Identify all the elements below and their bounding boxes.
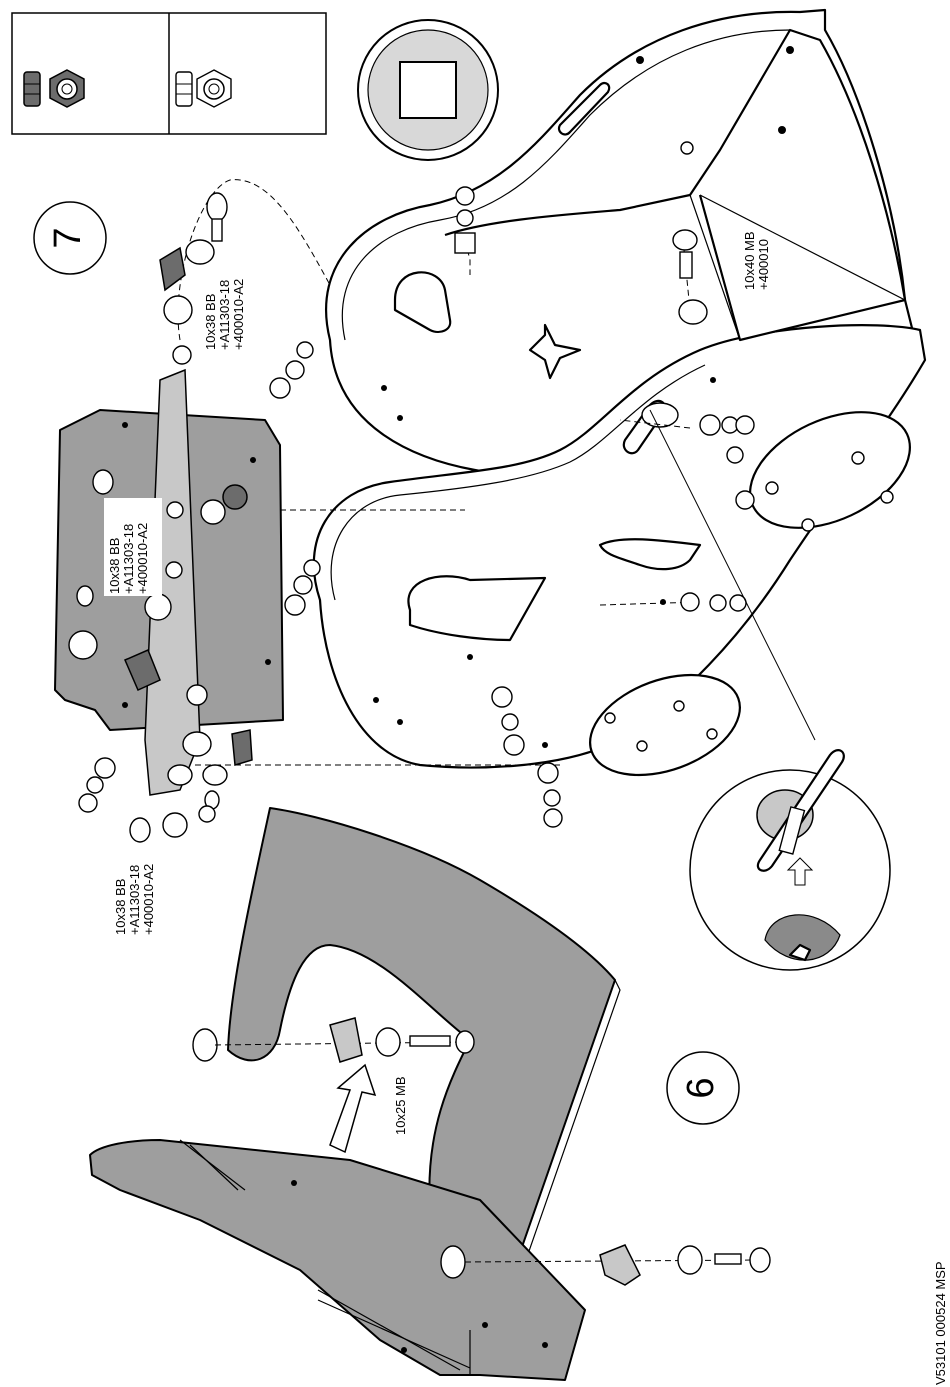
step-6-number: 6	[680, 1077, 722, 1098]
svg-text:+A11303-18: +A11303-18	[127, 865, 142, 935]
hardware-legend	[12, 13, 326, 134]
svg-text:+400010-A2: +400010-A2	[141, 864, 156, 935]
svg-text:10x40 MB: 10x40 MB	[742, 231, 757, 290]
step-7-number: 7	[47, 227, 89, 248]
label-step6-bolt: 10x25 MB	[393, 1076, 408, 1135]
svg-text:10x38 BB: 10x38 BB	[113, 879, 128, 935]
svg-text:+400010-A2: +400010-A2	[135, 523, 150, 594]
svg-text:10x38 BB: 10x38 BB	[107, 538, 122, 594]
label-top-bolt: 10x38 BB +A11303-18 +400010-A2	[203, 279, 246, 350]
label-seat-bolt: 10x40 MB +400010	[742, 231, 771, 290]
step-6-marker: 6	[667, 1052, 739, 1124]
svg-text:+400010: +400010	[756, 239, 771, 290]
svg-text:10x25 MB: 10x25 MB	[393, 1076, 408, 1135]
svg-text:+A11303-18: +A11303-18	[217, 280, 232, 350]
svg-text:10x38 BB: 10x38 BB	[203, 294, 218, 350]
label-left-bolt: 10x38 BB +A11303-18 +400010-A2	[113, 864, 156, 935]
hex-nut-light-icon	[176, 70, 231, 107]
insert-arrow-icon	[330, 1065, 375, 1152]
label-panel-bolt: 10x38 BB +A11303-18 +400010-A2	[104, 498, 162, 596]
document-code: V53101 000524 MSP	[933, 1261, 948, 1385]
step-7-marker: 7	[34, 202, 106, 274]
square-socket-detail	[358, 20, 498, 160]
svg-text:V53101 000524 MSP: V53101 000524 MSP	[933, 1261, 948, 1385]
svg-text:+400010-A2: +400010-A2	[231, 279, 246, 350]
svg-text:+A11303-18: +A11303-18	[121, 524, 136, 594]
